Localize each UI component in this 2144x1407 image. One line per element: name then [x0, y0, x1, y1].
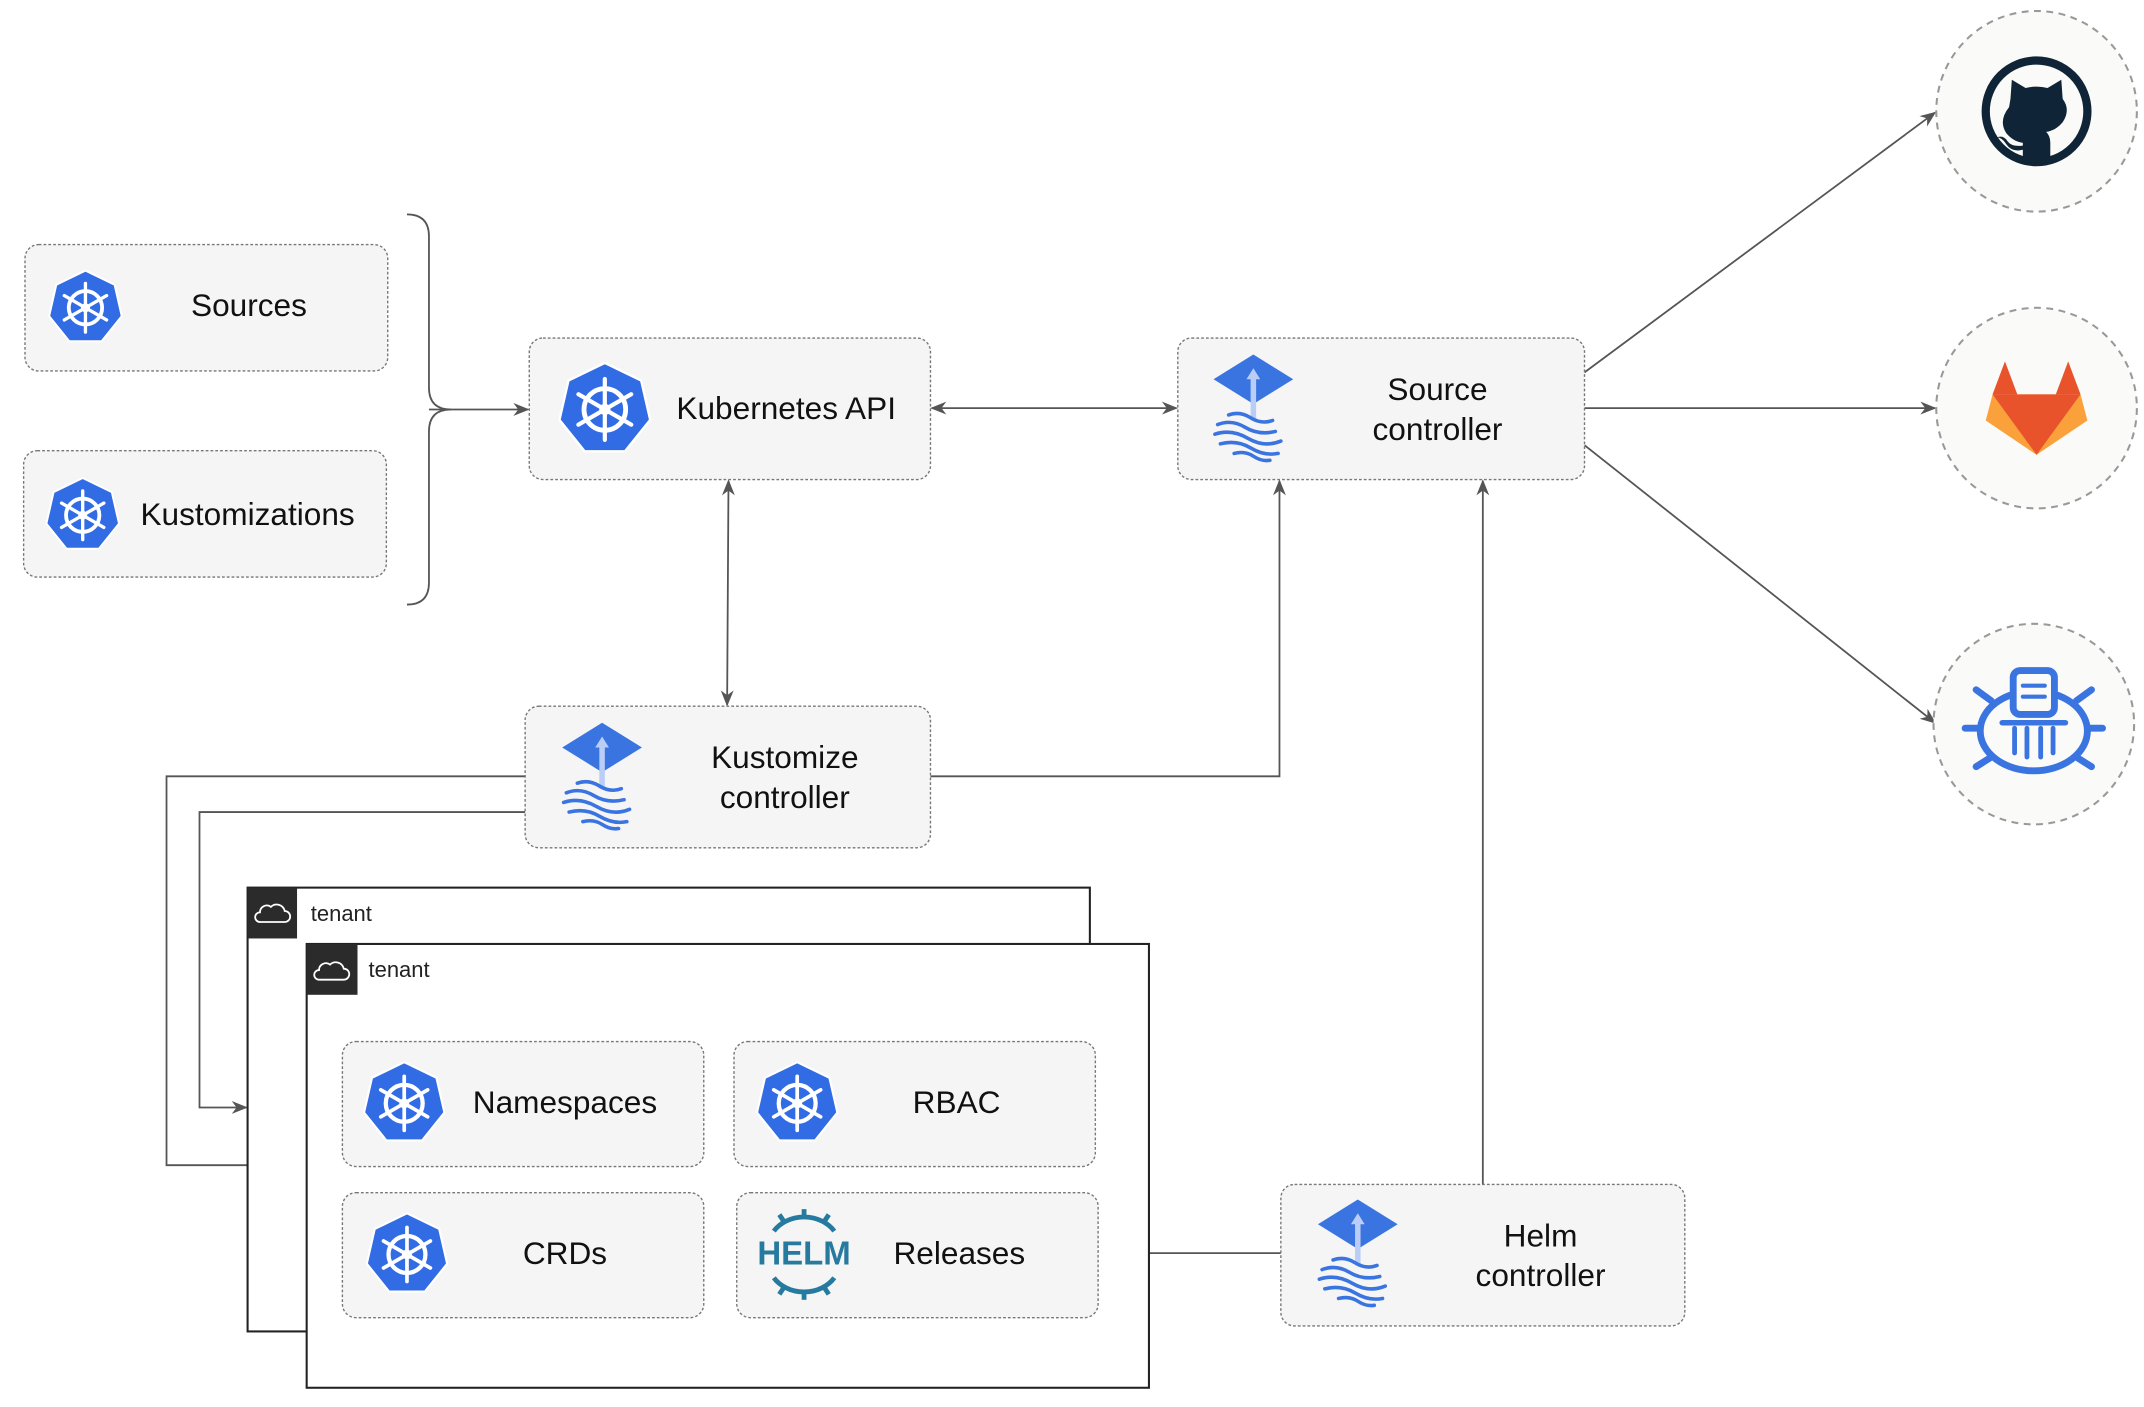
helm-controller-node[interactable]: Helm controller: [1280, 1183, 1686, 1327]
source-controller-label-line2: controller: [1373, 411, 1503, 447]
tenant-label: tenant: [311, 901, 372, 926]
source-controller-label-line1: Source: [1387, 371, 1487, 407]
github-icon: [1981, 56, 2092, 167]
rbac-node[interactable]: RBAC: [733, 1040, 1097, 1168]
kubernetes-api-node[interactable]: Kubernetes API: [528, 337, 932, 481]
edge-source-to-github: [1583, 111, 1937, 374]
namespaces-node[interactable]: Namespaces: [341, 1040, 705, 1168]
helm-logo-text: HELM: [757, 1235, 850, 1272]
cloud-icon: [313, 961, 351, 981]
edges: [165, 111, 1937, 1260]
edge-kubernetes-api-kustomize-controller: [720, 479, 735, 707]
sources-label: Sources: [191, 287, 307, 323]
tenant-label: tenant: [369, 957, 430, 982]
kustomize-controller-node[interactable]: Kustomize controller: [524, 705, 932, 849]
helm-controller-label-line2: controller: [1476, 1257, 1606, 1293]
releases-label: Releases: [893, 1235, 1025, 1271]
gitlab-node[interactable]: [1935, 306, 2138, 510]
source-controller-node[interactable]: Source controller: [1177, 337, 1586, 481]
releases-node[interactable]: HELM Releases: [736, 1191, 1099, 1319]
kustomizations-node[interactable]: Kustomizations: [22, 449, 388, 578]
sources-node[interactable]: Sources: [24, 243, 389, 372]
rbac-label: RBAC: [913, 1084, 1001, 1120]
edge-kustomize-to-outer-tenant: [198, 811, 526, 1114]
kustomizations-label: Kustomizations: [140, 496, 354, 532]
namespaces-label: Namespaces: [473, 1084, 657, 1120]
bucket-icon: [1961, 667, 2106, 775]
edge-source-to-bucket: [1583, 444, 1937, 724]
helm-icon: [771, 1209, 837, 1300]
kustomize-controller-label-line2: controller: [720, 779, 850, 815]
helm-controller-label-line1: Helm: [1504, 1217, 1578, 1253]
edge-kustomize-to-source: [930, 479, 1286, 778]
cloud-icon: [254, 903, 291, 923]
crds-label: CRDs: [523, 1235, 607, 1271]
kubernetes-api-label: Kubernetes API: [676, 390, 896, 426]
crds-node[interactable]: CRDs: [341, 1191, 705, 1319]
kustomize-controller-label-line1: Kustomize: [711, 739, 858, 775]
edge-kustomize-to-inner-tenant: [165, 775, 526, 1172]
bucket-node[interactable]: [1932, 622, 2136, 826]
github-node[interactable]: [1935, 9, 2138, 213]
gitlab-icon: [1985, 361, 2088, 455]
